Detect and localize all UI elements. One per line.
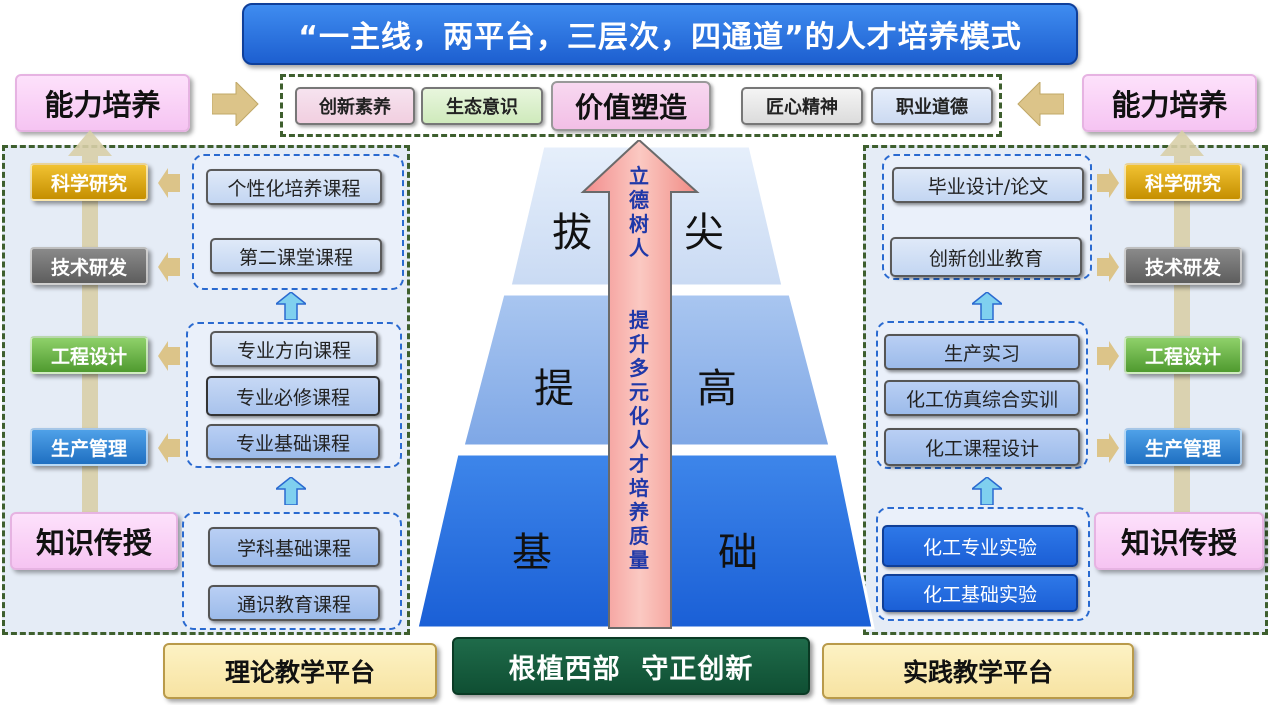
course-production-internship: 生产实习 [884, 334, 1080, 370]
course-major-direction: 专业方向课程 [210, 331, 378, 367]
progression-arrow-left [68, 130, 112, 530]
ability-production-management-left: 生产管理 [30, 428, 148, 466]
tag-ecology: 生态意识 [421, 87, 543, 125]
ability-tech-rd-right: 技术研发 [1124, 247, 1242, 285]
course-major-foundation: 专业基础课程 [206, 424, 380, 460]
pyramid-top-left: 拔 [552, 210, 592, 256]
knowledge-label-right: 知识传授 [1094, 512, 1264, 570]
tag-craftsmanship: 匠心精神 [741, 87, 863, 125]
course-innovation-entrepreneurship: 创新创业教育 [890, 237, 1082, 277]
value-shaping-row: 创新素养 生态意识 价值塑造 匠心精神 职业道德 [280, 74, 1002, 137]
value-shaping: 价值塑造 [551, 81, 711, 131]
arrow-up-icon [972, 292, 1002, 320]
arrow-right-icon [212, 82, 259, 126]
arrow-right-small-icon [1097, 341, 1119, 371]
course-second-classroom: 第二课堂课程 [210, 238, 382, 274]
ability-production-management-right: 生产管理 [1124, 428, 1242, 466]
arrow-left-icon [1017, 82, 1064, 126]
course-simulation-training: 化工仿真综合实训 [884, 380, 1080, 416]
arrow-text-quality: 提升多元化人才培养质量 [629, 308, 649, 572]
arrow-text-moral: 立德树人 [629, 164, 649, 260]
course-basic-experiment: 化工基础实验 [882, 574, 1078, 612]
course-graduation-thesis: 毕业设计/论文 [892, 167, 1084, 203]
ability-engineering-design-right: 工程设计 [1124, 336, 1242, 374]
course-professional-experiment: 化工专业实验 [882, 525, 1078, 567]
arrow-left-small-icon [158, 252, 180, 282]
practice-platform: 实践教学平台 [822, 643, 1134, 699]
arrow-right-small-icon [1097, 168, 1119, 198]
central-arrow [580, 140, 700, 629]
motto: 根植西部 守正创新 [452, 637, 810, 695]
ability-label-right: 能力培养 [1082, 74, 1257, 132]
pyramid-top-right: 尖 [684, 210, 724, 256]
arrow-right-small-icon [1097, 252, 1119, 282]
pyramid-bottom-right: 础 [718, 530, 758, 576]
pyramid-middle-right: 高 [697, 366, 737, 412]
arrow-up-icon [276, 292, 306, 320]
arrow-right-small-icon [1097, 433, 1119, 463]
arrow-left-small-icon [158, 168, 180, 198]
pyramid-middle-left: 提 [534, 366, 574, 412]
progression-arrow-right [1160, 130, 1204, 530]
course-general-education: 通识教育课程 [208, 585, 380, 621]
arrow-left-small-icon [158, 341, 180, 371]
tag-professional-ethics: 职业道德 [871, 87, 993, 125]
knowledge-label-left: 知识传授 [10, 512, 178, 570]
ability-tech-rd-left: 技术研发 [30, 247, 148, 285]
theory-platform: 理论教学平台 [163, 643, 437, 699]
ability-label-left: 能力培养 [15, 74, 190, 132]
pyramid-bottom-left: 基 [512, 530, 552, 576]
course-major-required: 专业必修课程 [206, 376, 380, 416]
course-chemical-design: 化工课程设计 [884, 428, 1080, 466]
course-discipline-foundation: 学科基础课程 [208, 527, 380, 567]
arrow-left-small-icon [158, 433, 180, 463]
pyramid [415, 140, 875, 630]
ability-engineering-design-left: 工程设计 [30, 336, 148, 374]
course-personalized: 个性化培养课程 [206, 169, 382, 205]
ability-scientific-research-left: 科学研究 [30, 163, 148, 201]
diagram-title: “一主线，两平台，三层次，四通道”的人才培养模式 [242, 3, 1078, 65]
ability-scientific-research-right: 科学研究 [1124, 163, 1242, 201]
arrow-up-icon [972, 477, 1002, 505]
arrow-up-icon [276, 477, 306, 505]
tag-innovation: 创新素养 [295, 87, 415, 125]
